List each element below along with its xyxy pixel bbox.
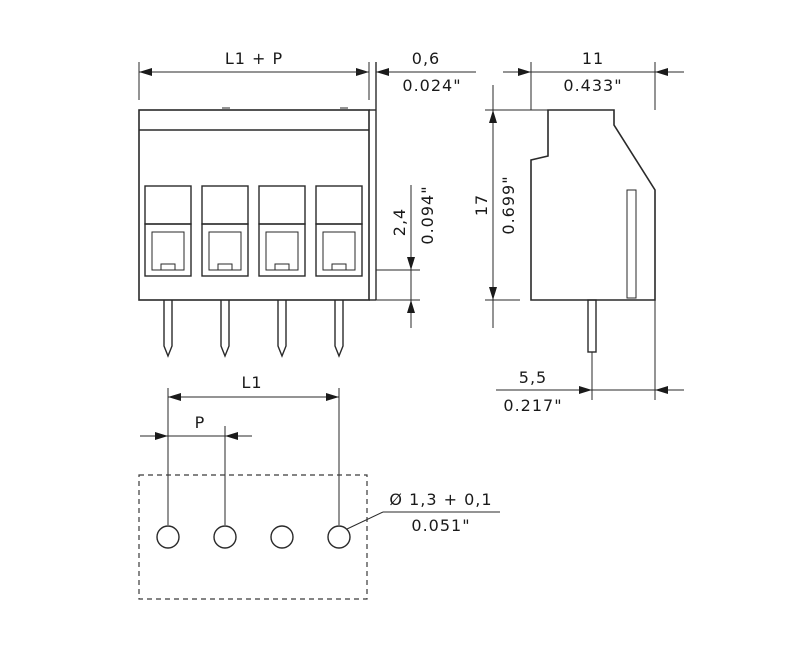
clamp-cell <box>201 185 249 277</box>
holes <box>156 525 351 549</box>
pin <box>220 300 230 358</box>
dim-l1-label: L1 <box>241 373 262 392</box>
dim-depth: 11 0.433" <box>503 49 684 110</box>
dim-pin-offset-mm: 5,5 <box>519 368 547 387</box>
housing <box>138 109 370 301</box>
dim-pitch: P <box>140 413 252 525</box>
dim-depth-in: 0.433" <box>563 76 622 95</box>
hole <box>327 525 351 549</box>
side-slot <box>626 189 637 299</box>
dim-offset: 0,6 0.024" <box>355 49 476 100</box>
dim-height-mm: 17 <box>472 194 491 216</box>
dim-pitch-label: P <box>195 413 206 432</box>
dim-pin-offset-in: 0.217" <box>503 396 562 415</box>
dim-pin-in: 0.094" <box>418 185 437 244</box>
dim-width-label: L1 + P <box>225 49 283 68</box>
dim-hole: Ø 1,3 + 0,1 0.051" <box>346 490 500 535</box>
dim-hole-in: 0.051" <box>411 516 470 535</box>
dim-pin-offset: 5,5 0.217" <box>496 300 684 415</box>
dim-offset-in: 0.024" <box>402 76 461 95</box>
dim-hole-mm: Ø 1,3 + 0,1 <box>389 490 492 509</box>
dim-height-in: 0.699" <box>499 175 518 234</box>
clamp-cell <box>315 185 363 277</box>
hole <box>270 525 294 549</box>
hole <box>213 525 237 549</box>
front-view: L1 + P 0,6 0.024" <box>138 49 476 358</box>
dim-pin-mm: 2,4 <box>390 208 409 236</box>
side-pin <box>587 299 597 353</box>
clamp-cell <box>258 185 306 277</box>
pins <box>163 300 344 358</box>
dim-offset-mm: 0,6 <box>412 49 440 68</box>
hole <box>156 525 180 549</box>
clamp-cell <box>144 185 192 277</box>
dim-depth-mm: 11 <box>582 49 604 68</box>
dim-l1: L1 <box>167 373 340 525</box>
pin <box>334 300 344 358</box>
clamp-cells <box>144 185 363 277</box>
dim-pin: 2,4 0.094" <box>376 185 437 328</box>
pin <box>277 300 287 358</box>
footprint-outline <box>138 474 368 600</box>
dim-width: L1 + P <box>138 49 370 100</box>
pin <box>163 300 173 358</box>
side-view: 11 0.433" 17 0.699" 5,5 0.217" <box>472 49 684 415</box>
dim-height: 17 0.699" <box>472 85 548 328</box>
side-profile <box>530 109 656 301</box>
footprint-view: L1 P Ø 1,3 + 0,1 0.051" <box>138 373 500 600</box>
